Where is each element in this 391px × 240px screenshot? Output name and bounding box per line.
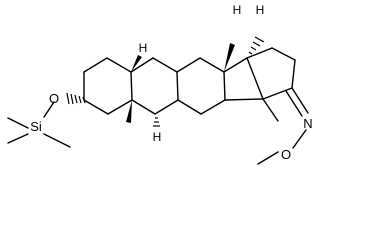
oxime-oxygen-label: O	[281, 147, 291, 162]
molecule-structure: O Si N O H H H H	[7, 3, 313, 165]
h9-label: H	[153, 130, 162, 144]
si-methyl-bonds	[7, 117, 71, 148]
oxime-double-bond	[285, 87, 309, 117]
h14-label: H	[256, 3, 265, 17]
silicon-label: Si	[30, 119, 42, 134]
c3-o-hash-bond	[66, 92, 86, 105]
c10-methyl-wedge-bond	[126, 100, 132, 123]
h5-wedge-bond	[131, 55, 142, 72]
n-o-bond	[292, 129, 307, 149]
o-si-bond	[43, 101, 55, 118]
ether-oxygen-label: O	[49, 91, 59, 106]
nitrogen-label: N	[303, 116, 312, 131]
c18-methyl-bond	[262, 98, 279, 122]
ring-d	[223, 47, 296, 101]
ring-a	[83, 57, 133, 115]
h8-label: H	[233, 3, 242, 17]
h14-hash-bond	[248, 36, 265, 55]
h8-wedge-bond	[224, 43, 235, 72]
h5-label: H	[139, 41, 148, 55]
o-methyl-bond	[257, 151, 279, 165]
h9-hash-bond	[153, 117, 160, 127]
ring-c	[176, 57, 226, 115]
ring-b	[130, 57, 179, 115]
